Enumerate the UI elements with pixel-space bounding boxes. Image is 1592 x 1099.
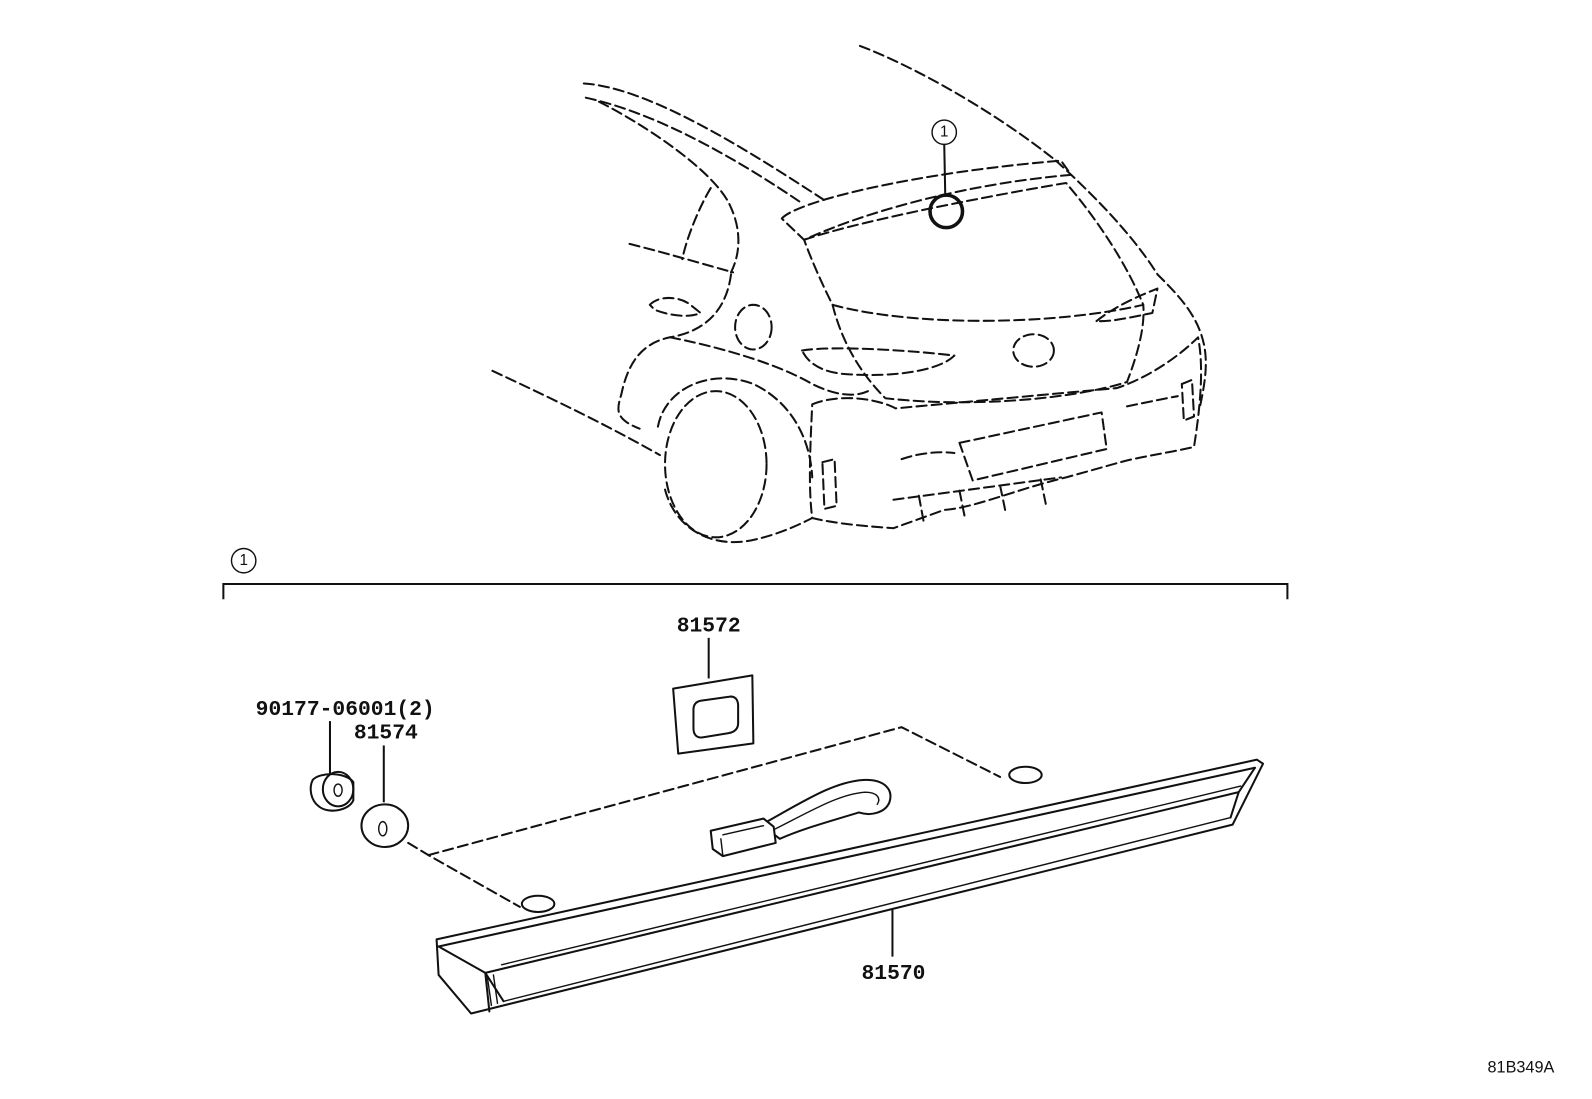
stop-lamp-end-cap-right xyxy=(1229,766,1256,819)
bracket-ref-number: 1 xyxy=(239,552,247,569)
lamp-wire-harness xyxy=(760,778,892,840)
callout-leader-top xyxy=(943,144,947,196)
door-handle xyxy=(648,296,702,317)
roof-line-left xyxy=(582,82,826,202)
stop-lamp-lens-upper xyxy=(500,785,1242,966)
reflector-right xyxy=(1180,378,1196,422)
roof-line-right xyxy=(858,44,1057,162)
quarter-window-pillar xyxy=(681,187,712,261)
clip-body xyxy=(309,773,355,812)
clip-head xyxy=(321,770,355,808)
rear-diffuser xyxy=(892,476,1063,525)
part-81572-group: 81572 xyxy=(672,615,755,755)
diagram-code: 81B349A xyxy=(1488,1058,1555,1076)
car-rear-outline xyxy=(491,44,1207,544)
license-plate-recess xyxy=(958,411,1108,482)
callout-ref-number-top: 1 xyxy=(940,124,948,141)
part-81570-group: 81570 xyxy=(435,758,1265,1015)
quarter-window-lower xyxy=(628,242,735,274)
stop-lamp-housing xyxy=(435,758,1265,1015)
guide-line-left xyxy=(407,841,521,908)
part-number-clip: 90177-06001(2) xyxy=(256,698,435,722)
rear-emblem xyxy=(1012,333,1055,368)
taillight-left xyxy=(801,347,956,376)
fuel-door xyxy=(734,303,773,351)
car-callout: 1 xyxy=(928,119,965,230)
bracket-ref-circle xyxy=(230,547,257,574)
stop-lamp-end-cap-left xyxy=(437,945,505,1013)
roof-line-inner xyxy=(584,96,804,205)
guide-line-upper xyxy=(427,726,1002,857)
tailgate-lower xyxy=(831,303,1145,404)
washer xyxy=(360,803,410,849)
gasket-pad xyxy=(672,674,755,755)
part-81574-group: 81574 xyxy=(354,721,418,849)
rear-glass xyxy=(803,181,1145,322)
bumper-side-vent xyxy=(900,395,1179,461)
stop-lamp-front-face xyxy=(484,791,1240,974)
stop-lamp-lens-lower xyxy=(502,816,1232,1003)
taillight-right xyxy=(1095,287,1159,323)
rear-spoiler xyxy=(780,159,1073,241)
mount-boss-right xyxy=(1008,765,1043,785)
wheel-lower-arc xyxy=(664,488,814,544)
rear-wheel xyxy=(664,390,768,539)
reflector-left xyxy=(821,458,838,510)
part-number-gasket: 81572 xyxy=(677,615,741,639)
stop-lamp-location-marker xyxy=(928,193,965,230)
part-number-lamp: 81570 xyxy=(861,962,925,986)
c-pillar-right xyxy=(1054,159,1207,408)
wheel-arch xyxy=(656,377,814,479)
part-number-washer: 81574 xyxy=(354,721,418,745)
body-side-line xyxy=(491,369,661,457)
stop-lamp-end-detail xyxy=(486,974,499,1007)
mount-boss-left xyxy=(520,894,556,913)
rear-bumper xyxy=(808,336,1203,530)
assembly-guide-lines xyxy=(407,726,1002,908)
assembly-bracket: 1 xyxy=(222,547,1289,600)
side-window-outline xyxy=(598,100,740,274)
bracket-line xyxy=(222,583,1289,600)
gasket-opening xyxy=(692,695,740,739)
rear-fender xyxy=(617,273,733,430)
lamp-wire-harness-detail xyxy=(770,791,880,832)
washer-hole xyxy=(377,820,388,837)
part-clip-group: 90177-06001(2) xyxy=(256,698,435,812)
lamp-connector-detail xyxy=(720,824,765,857)
lamp-connector xyxy=(709,817,777,858)
stop-lamp-top-edge xyxy=(437,766,1256,948)
fender-character-line xyxy=(669,336,870,396)
clip-hole xyxy=(333,783,343,797)
